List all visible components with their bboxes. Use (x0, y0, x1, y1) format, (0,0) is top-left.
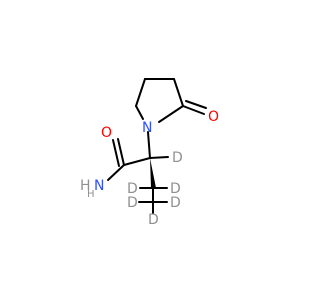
wedge-bond-calpha-ch2 (150, 158, 156, 188)
bond-camide-o-a (117, 138, 125, 166)
bond-c2-o-b (185, 100, 207, 109)
bond-group (107, 78, 207, 214)
structure-canvas: O N O H N H D D D D D D (80, 78, 219, 228)
bond-camide-o-b (112, 139, 120, 167)
molecule-structure: O N O H N H D D D D D D (80, 78, 219, 228)
amide-nitrogen-label: N (94, 178, 104, 194)
bond-camide-n (107, 164, 125, 181)
bond-calpha-camide (123, 157, 151, 166)
bond-c2-o-a (182, 105, 205, 115)
bond-calpha-d (149, 156, 169, 159)
d-ch3-bottom-label: D (148, 212, 159, 228)
bond-c5-n (135, 105, 144, 120)
ring-nitrogen-label: N (142, 120, 152, 136)
d-ch2-left-label: D (127, 181, 138, 197)
amide-h2-label: H (87, 189, 95, 200)
bond-n-c2 (158, 105, 184, 123)
carbonyl-oxygen-label: O (208, 109, 219, 125)
bond-n-calpha (147, 131, 151, 159)
d-ch3-right-label: D (170, 195, 181, 211)
amide-h1-label: H (80, 178, 91, 194)
amide-oxygen-label: O (101, 125, 112, 141)
d-alpha-label: D (172, 150, 183, 166)
bond-c4-c5 (135, 78, 146, 107)
bond-c2-c3 (173, 78, 184, 107)
d-ch3-left-label: D (127, 195, 138, 211)
d-ch2-right-label: D (170, 181, 181, 197)
